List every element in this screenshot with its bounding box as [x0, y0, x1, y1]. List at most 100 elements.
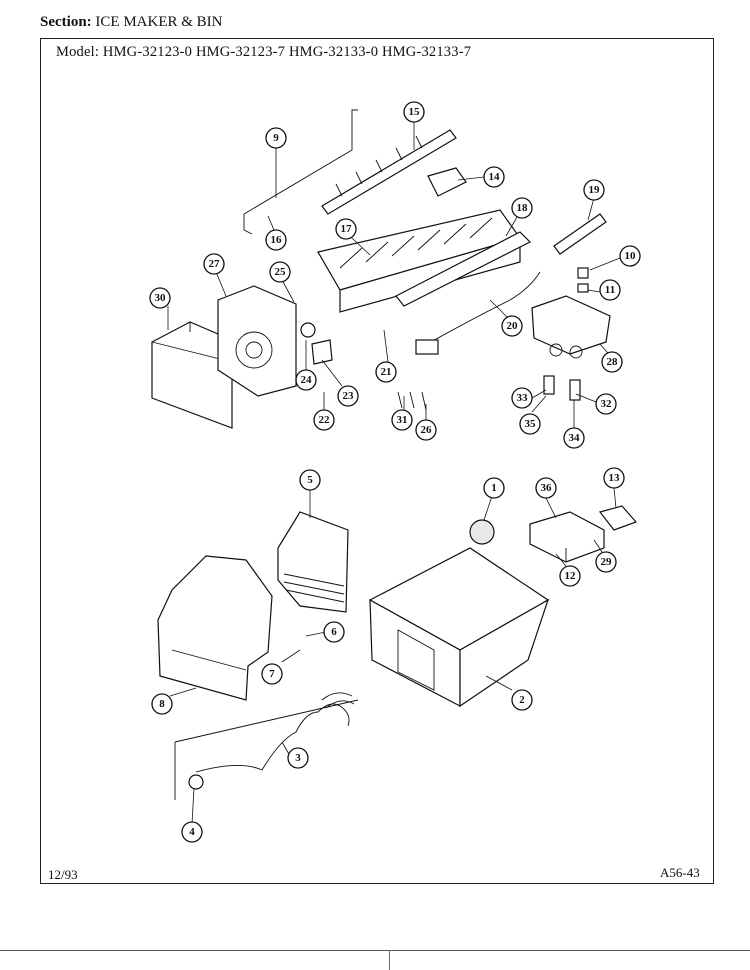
svg-text:24: 24: [301, 374, 313, 386]
svg-text:9: 9: [273, 132, 279, 144]
callout-22: 22: [313, 409, 335, 431]
section-header: Section: ICE MAKER & BIN: [40, 14, 223, 31]
svg-text:22: 22: [319, 414, 331, 426]
part-bin: [368, 547, 550, 708]
callout-24: 24: [295, 369, 317, 391]
callout-29: 29: [595, 551, 617, 573]
svg-text:11: 11: [605, 284, 615, 296]
leader-lines: [167, 122, 621, 825]
callout-13: 13: [603, 467, 625, 489]
svg-text:15: 15: [409, 106, 421, 118]
callout-8: 8: [151, 693, 173, 715]
callout-5: 5: [299, 469, 321, 491]
part-grommet: [188, 774, 204, 790]
svg-text:4: 4: [189, 826, 195, 838]
part-11: [577, 283, 589, 293]
svg-text:23: 23: [343, 390, 355, 402]
part-water-valve: [531, 295, 611, 359]
part-chute: [157, 555, 273, 701]
part-control-box: [529, 511, 605, 563]
svg-text:33: 33: [517, 392, 529, 404]
callout-19: 19: [583, 179, 605, 201]
callout-28: 28: [601, 351, 623, 373]
svg-text:5: 5: [307, 474, 313, 486]
footer-date: 12/93: [48, 867, 78, 882]
svg-text:36: 36: [541, 482, 553, 494]
svg-text:35: 35: [525, 418, 537, 430]
model-label: Model:: [56, 44, 100, 60]
footer-page-code: A56-43: [660, 865, 700, 880]
svg-text:31: 31: [397, 414, 408, 426]
callout-21: 21: [375, 361, 397, 383]
part-motor-housing: [277, 511, 349, 613]
svg-text:17: 17: [341, 223, 353, 235]
callout-1: 1: [483, 477, 505, 499]
callout-2: 2: [511, 689, 533, 711]
part-33: [543, 375, 555, 395]
part-heater-coil: [321, 692, 355, 709]
part-fill-tube: [553, 213, 607, 255]
svg-text:28: 28: [607, 356, 619, 368]
part-heater: [195, 703, 350, 773]
callout-7: 7: [261, 663, 283, 685]
svg-text:3: 3: [295, 752, 301, 764]
part-switch: [598, 505, 638, 531]
section-title: ICE MAKER & BIN: [95, 14, 223, 30]
svg-text:30: 30: [155, 292, 167, 304]
svg-text:25: 25: [275, 266, 287, 278]
callout-12: 12: [559, 565, 581, 587]
part-paddle: [469, 519, 495, 545]
bottom-rule: [0, 950, 750, 951]
callout-23: 23: [337, 385, 359, 407]
callout-16: 16: [265, 229, 287, 251]
svg-text:8: 8: [159, 698, 165, 710]
svg-text:12: 12: [565, 570, 577, 582]
callout-4: 4: [181, 821, 203, 843]
svg-text:19: 19: [589, 184, 601, 196]
callout-30: 30: [149, 287, 171, 309]
part-10: [577, 267, 589, 279]
callout-34: 34: [563, 427, 585, 449]
model-line: Model: HMG-32123-0 HMG-32123-7 HMG-32133…: [56, 44, 471, 61]
svg-text:26: 26: [421, 424, 433, 436]
svg-text:13: 13: [609, 472, 621, 484]
callout-18: 18: [511, 197, 533, 219]
callout-26: 26: [415, 419, 437, 441]
part-screws: [397, 391, 427, 411]
callout-36: 36: [535, 477, 557, 499]
callout-3: 3: [287, 747, 309, 769]
callout-35: 35: [519, 413, 541, 435]
svg-text:10: 10: [625, 250, 637, 262]
callout-31: 31: [391, 409, 413, 431]
callout-33: 33: [511, 387, 533, 409]
svg-text:2: 2: [519, 694, 525, 706]
svg-text:16: 16: [271, 234, 283, 246]
svg-text:29: 29: [601, 556, 613, 568]
callout-10: 10: [619, 245, 641, 267]
model-list: HMG-32123-0 HMG-32123-7 HMG-32133-0 HMG-…: [102, 44, 472, 60]
svg-text:27: 27: [209, 258, 221, 270]
bottom-tick: [389, 950, 390, 970]
part-24: [300, 322, 316, 338]
part-ejector: [321, 129, 457, 215]
part-stripper: [395, 231, 532, 307]
callout-15: 15: [403, 101, 425, 123]
diagram-frame: [40, 38, 714, 884]
part-34: [569, 379, 581, 401]
part-housing: [217, 285, 297, 397]
callout-6: 6: [323, 621, 345, 643]
callout-32: 32: [595, 393, 617, 415]
part-connector: [415, 339, 439, 355]
svg-text:18: 18: [517, 202, 529, 214]
svg-text:6: 6: [331, 626, 337, 638]
svg-text:14: 14: [489, 171, 501, 183]
svg-text:21: 21: [381, 366, 392, 378]
part-heater-bracket: [174, 699, 359, 800]
svg-text:20: 20: [507, 320, 519, 332]
section-label: Section:: [40, 14, 92, 30]
svg-text:1: 1: [491, 482, 497, 494]
callout-25: 25: [269, 261, 291, 283]
part-thermostat: [427, 167, 467, 197]
part-harness: [419, 271, 541, 349]
